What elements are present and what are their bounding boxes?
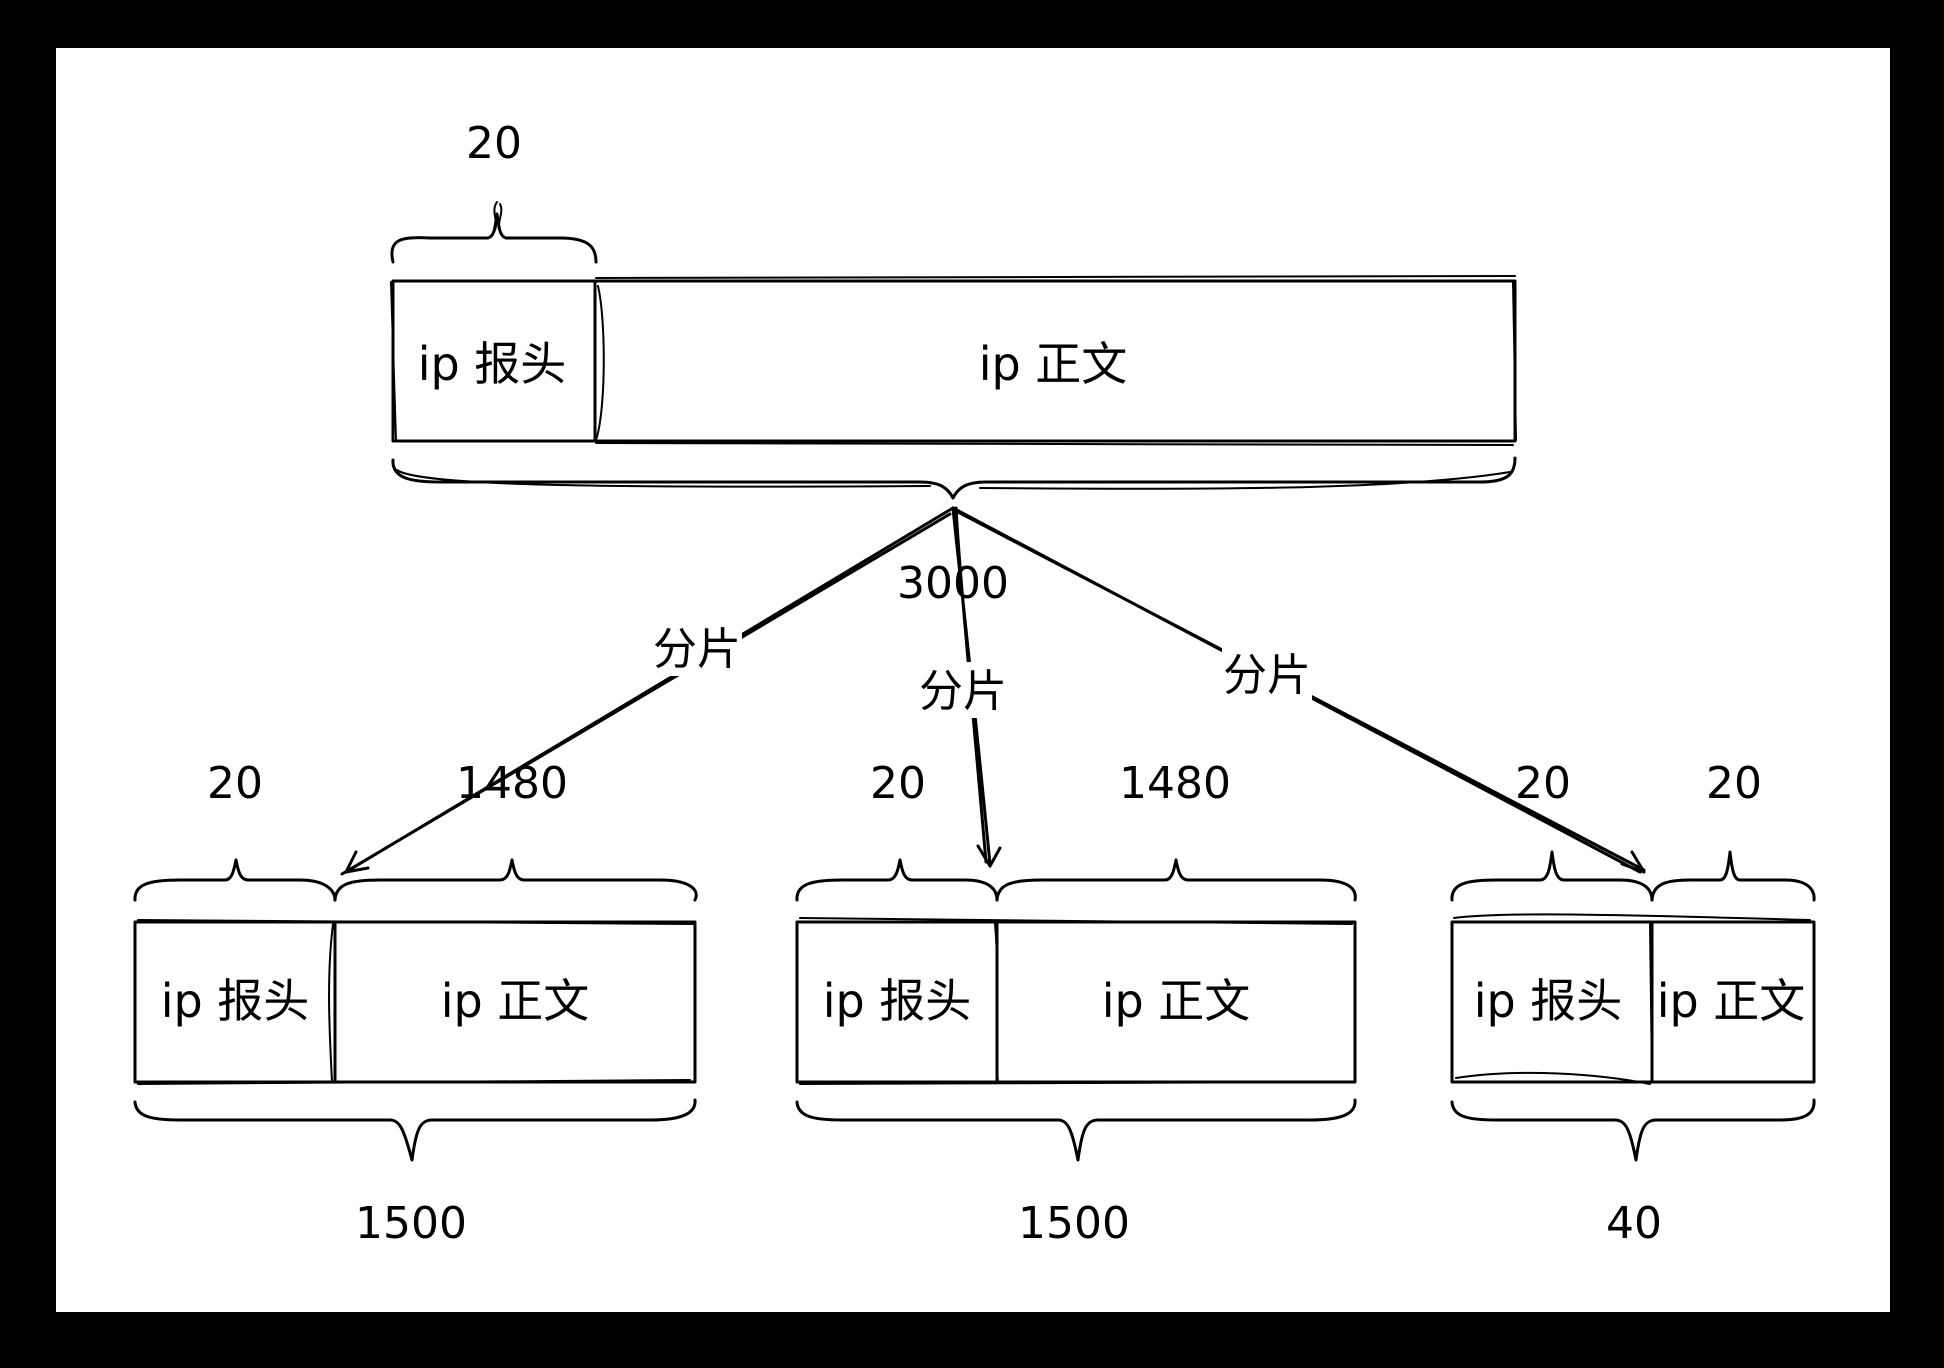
fragment-3 [1450,850,1816,1162]
original-packet [390,201,1517,500]
fragment-2-body-size: 1480 [1119,758,1231,809]
fragment-3-header-brace [1450,850,1654,902]
original-body-label: ip 正文 [979,337,1128,391]
fragment-1-body-label: ip 正文 [441,974,590,1028]
fragment-3-header-label: ip 报头 [1474,974,1623,1028]
fragment-2-total-size: 1500 [1018,1198,1130,1249]
fragment-3-body-label: ip 正文 [1657,974,1806,1028]
original-header-label: ip 报头 [418,337,567,391]
edge-middle-line [951,506,992,866]
fragment-3-total-brace [1450,1098,1816,1162]
fragment-3-total-size: 40 [1606,1198,1662,1249]
fragment-3-body-brace [1650,850,1816,902]
fragment-1-header-brace [133,858,337,902]
fragment-3-body-size: 20 [1706,758,1762,809]
fragment-2-total-brace [795,1098,1357,1162]
fragment-1-body-brace [333,858,698,902]
edge-right-label: 分片 [1223,650,1311,701]
fragment-2-header-label: ip 报头 [823,974,972,1028]
fragment-1-header-size: 20 [207,758,263,809]
original-total-brace [391,456,1517,500]
edge-middle-arrowhead [976,844,1002,868]
fragment-1-total-brace [133,1098,697,1162]
fragment-2 [795,858,1357,1162]
fragment-2-body-brace [995,858,1357,902]
edge-left-line [340,506,955,876]
fragment-2-header-size: 20 [870,758,926,809]
edge-right-arrowhead [1620,850,1646,874]
original-header-size: 20 [466,118,522,169]
fragment-2-body-label: ip 正文 [1102,974,1251,1028]
edge-left-label: 分片 [653,624,741,675]
fragment-1-total-size: 1500 [355,1198,467,1249]
edge-middle-label: 分片 [919,666,1007,717]
fragment-1 [133,858,698,1162]
edge-left-arrowhead [344,850,370,874]
original-total-size: 3000 [897,558,1009,609]
fragment-3-header-size: 20 [1515,758,1571,809]
fragment-1-header-label: ip 报头 [161,974,310,1028]
original-header-brace [390,212,598,264]
fragment-2-header-brace [795,858,999,902]
fragment-1-body-size: 1480 [456,758,568,809]
